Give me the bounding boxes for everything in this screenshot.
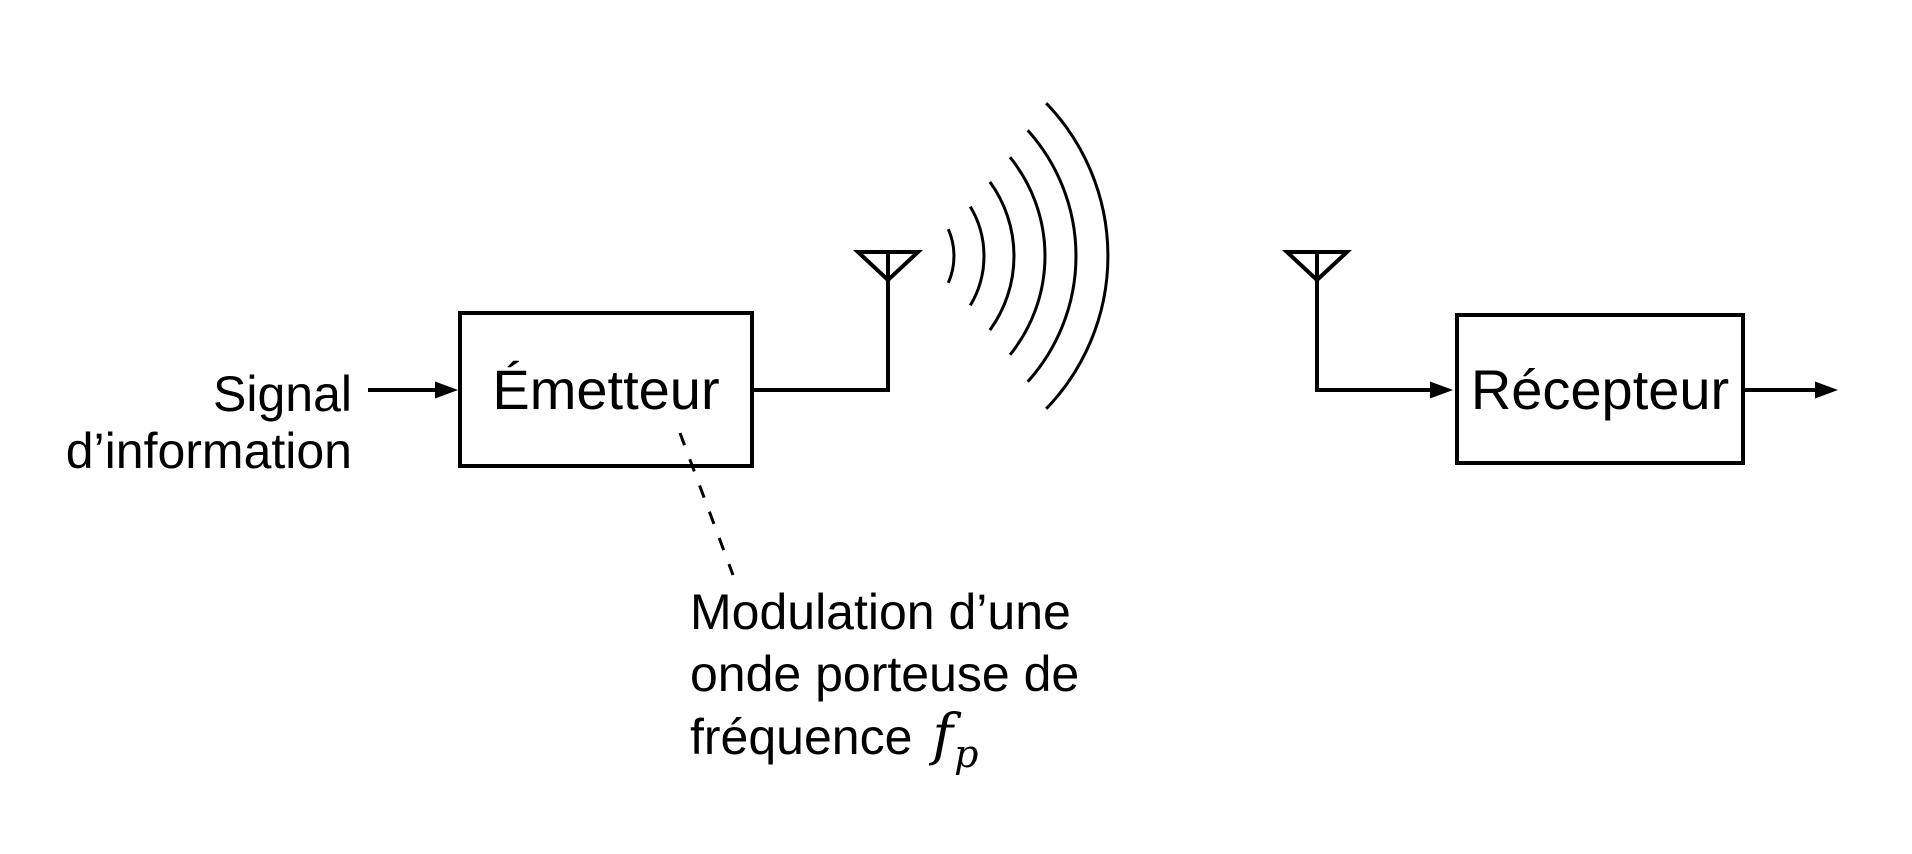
carrier-frequency-symbol: f (932, 703, 954, 768)
radio-waves-icon (946, 102, 1110, 410)
receiver-label: Récepteur (1470, 357, 1730, 421)
transmitter-label: Émetteur (492, 358, 720, 421)
receive-antenna-icon (1281, 250, 1353, 390)
modulation-note-line2: onde porteuse de (690, 646, 1080, 702)
signal-input-arrow (368, 381, 458, 399)
signal-info-line1: Signal (213, 366, 352, 422)
modulation-note-frequency-text: fréquence (690, 709, 913, 765)
signal-info-label: Signal d’information (0, 366, 352, 480)
modulation-note-line3: fréquence fp (690, 703, 1079, 777)
receiver-output-arrow (1743, 381, 1838, 399)
signal-info-line2: d’information (65, 423, 352, 479)
transmit-antenna-icon (852, 250, 924, 390)
carrier-frequency-subscript: p (954, 732, 979, 776)
modulation-note-line1: Modulation d’une (690, 584, 1071, 640)
receiver-input-arrow (1315, 381, 1453, 399)
modulation-note: Modulation d’une onde porteuse de fréque… (690, 581, 1080, 777)
